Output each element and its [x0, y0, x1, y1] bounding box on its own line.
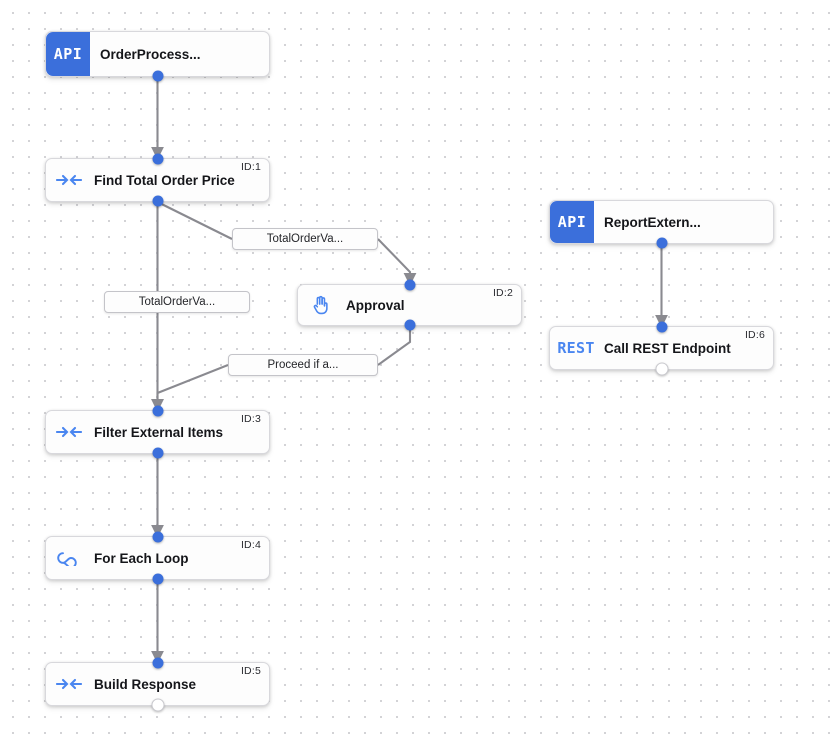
node-title: ReportExtern...: [604, 214, 701, 230]
node-output-port[interactable]: [152, 447, 163, 459]
node-input-port[interactable]: [656, 321, 667, 333]
transform-arrows-icon: [46, 424, 92, 440]
transform-arrows-icon: [46, 172, 92, 188]
node-input-port[interactable]: [152, 153, 163, 165]
rest-badge-icon: REST: [557, 339, 595, 357]
node-input-port[interactable]: [152, 657, 163, 669]
node-title: Approval: [346, 297, 405, 313]
node-output-port[interactable]: [151, 698, 164, 712]
node-find-total-order-price[interactable]: Find Total Order Price ID:1: [45, 153, 270, 207]
infinity-loop-icon: [46, 550, 92, 566]
node-input-port[interactable]: [152, 531, 163, 543]
transform-arrows-icon: [46, 676, 92, 692]
node-title: OrderProcess...: [100, 46, 201, 62]
node-id-tag: ID:4: [240, 539, 261, 551]
node-output-port[interactable]: [152, 70, 163, 82]
node-id-tag: ID:3: [240, 413, 261, 425]
node-id-tag: ID:5: [240, 665, 261, 677]
node-input-port[interactable]: [152, 405, 163, 417]
edge-label-text: TotalOrderVa...: [138, 296, 216, 308]
edge-label-text: TotalOrderVa...: [266, 233, 344, 245]
node-output-port[interactable]: [656, 237, 667, 249]
node-title: Find Total Order Price: [94, 172, 235, 188]
node-build-response[interactable]: Build Response ID:5: [45, 657, 270, 712]
node-filter-external-items[interactable]: Filter External Items ID:3: [45, 405, 270, 459]
node-output-port[interactable]: [152, 573, 163, 585]
node-output-port[interactable]: [404, 319, 415, 331]
node-title: Build Response: [94, 676, 197, 692]
node-title: Filter External Items: [94, 424, 224, 440]
hand-approval-icon: [298, 294, 344, 316]
api-badge-icon: API: [550, 201, 594, 243]
node-title: Call REST Endpoint: [604, 340, 731, 356]
node-for-each-loop[interactable]: For Each Loop ID:4: [45, 531, 270, 585]
edge-label-text: Proceed if a...: [267, 359, 339, 371]
api-badge-icon: API: [46, 32, 90, 76]
node-order-process[interactable]: API OrderProcess...: [45, 31, 270, 82]
node-id-tag: ID:2: [492, 287, 513, 299]
node-title: For Each Loop: [94, 550, 189, 566]
node-input-port[interactable]: [404, 279, 415, 291]
node-approval[interactable]: Approval ID:2: [297, 279, 522, 331]
node-report-extern[interactable]: API ReportExtern...: [549, 200, 774, 249]
node-output-port[interactable]: [152, 195, 163, 207]
edge-label-total-order-va-1[interactable]: TotalOrderVa...: [232, 228, 378, 250]
edge-label-total-order-va-2[interactable]: TotalOrderVa...: [104, 291, 250, 313]
node-id-tag: ID:6: [744, 329, 765, 341]
node-call-rest-endpoint[interactable]: REST Call REST Endpoint ID:6: [549, 321, 774, 376]
node-id-tag: ID:1: [240, 161, 261, 173]
node-output-port[interactable]: [655, 362, 668, 376]
edge-label-proceed-if-a[interactable]: Proceed if a...: [228, 354, 378, 376]
